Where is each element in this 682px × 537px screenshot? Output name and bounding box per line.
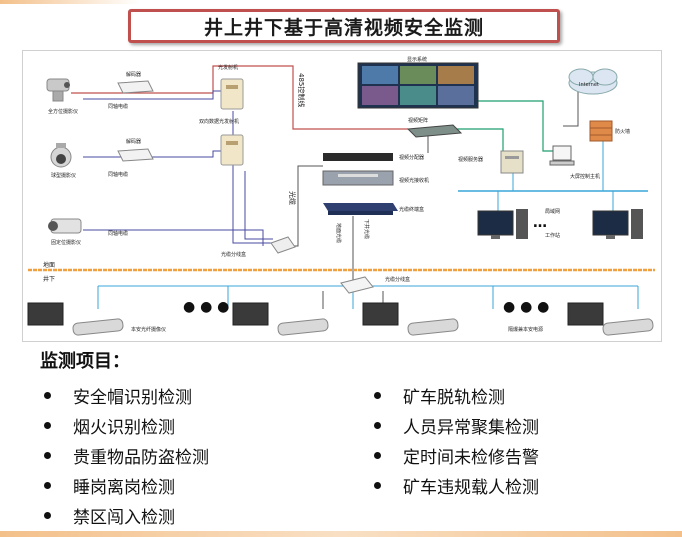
video-matrix-icon	[406, 124, 463, 138]
label-video-server: 视频服务器	[458, 156, 483, 163]
list-item: 贵重物品防盗检测	[44, 440, 209, 470]
label-lan: 局域网	[545, 208, 560, 215]
label-rs485: 485控制线	[297, 73, 306, 107]
underground-cam-3	[362, 302, 459, 336]
label-video-rx: 视频光接收机	[399, 177, 429, 184]
bullet-icon	[44, 421, 51, 429]
label-surface: 地面	[43, 261, 55, 269]
bullet-icon	[374, 391, 381, 399]
list-item: 矿车脱轨检测	[374, 380, 539, 410]
label-ground-fiber-text: 地面光缆	[335, 223, 342, 243]
label-down-fiber-text: 下井光缆	[363, 219, 370, 239]
list-item: 禁区闯入检测	[44, 500, 209, 530]
dots-right: ● ● ●	[503, 299, 549, 315]
list-item: 矿车违规载人检测	[374, 470, 539, 500]
workstation-right-icon	[592, 209, 643, 239]
box-to-rack	[291, 165, 323, 247]
monitor-list-left: 安全帽识别检测 烟火识别检测 贵重物品防盗检测 睡岗离岗检测 禁区闯入检测	[44, 380, 209, 530]
label-decoder2: 解码器	[126, 138, 141, 145]
bullet-icon	[374, 451, 381, 459]
fiber-box-under-icon	[340, 276, 374, 294]
blue-wire-cam1	[83, 90, 223, 100]
label-cam3: 固定位摄影仪	[51, 239, 81, 246]
tx-bottom-icon	[220, 134, 244, 166]
dots-left: ● ● ●	[183, 299, 229, 315]
label-coax3: 同轴电缆	[108, 230, 128, 237]
display-wall-icon	[357, 62, 479, 109]
workstation-dots: …	[533, 215, 547, 231]
label-cam2: 球型摄影仪	[51, 172, 76, 179]
bullet-icon	[44, 481, 51, 489]
label-internet: Internet	[579, 82, 599, 88]
internet-cloud-icon	[568, 68, 618, 95]
list-item: 安全帽识别检测	[44, 380, 209, 410]
system-diagram: 地面 井下 全方位摄影仪 球型摄影仪 固定位摄影仪	[22, 50, 662, 342]
underground-cam-1	[27, 302, 124, 336]
list-item: 人员异常聚集检测	[374, 410, 539, 440]
tx-to-box-1	[232, 111, 273, 244]
bullet-icon	[44, 451, 51, 459]
blue-wire-cam2	[83, 150, 223, 158]
label-main-ctrl: 大屏控制主机	[570, 173, 600, 180]
label-fiber-box-under: 光缆分线盒	[385, 276, 410, 283]
blue-wire-cam3	[83, 229, 264, 246]
video-server-icon	[500, 150, 524, 174]
list-item: 烟火识别检测	[44, 410, 209, 440]
tx-to-box-2	[244, 171, 273, 240]
label-tx-bi: 双向数据光发射机	[199, 118, 239, 125]
label-display-wall: 显示系统	[407, 56, 427, 63]
bullet-icon	[374, 421, 381, 429]
workstation-left-icon	[477, 209, 528, 239]
label-video-splitter: 视频分配器	[399, 154, 424, 161]
video-rx-icon	[322, 170, 394, 186]
diagram-svg: 地面 井下 全方位摄影仪 球型摄影仪 固定位摄影仪	[27, 56, 655, 336]
list-item: 睡岗离岗检测	[44, 470, 209, 500]
bullet-icon	[374, 481, 381, 489]
label-cam-left: 本安光纤摄像仪	[131, 326, 166, 333]
label-cam1: 全方位摄影仪	[48, 108, 78, 115]
decoder1-icon	[117, 80, 154, 94]
cam2-icon	[50, 143, 72, 168]
label-coax1: 同轴电缆	[108, 103, 128, 110]
label-fiber-box-surface: 光缆分线盒	[221, 251, 246, 258]
label-tx-top: 光发射机	[218, 64, 238, 71]
cam1-icon	[46, 78, 70, 102]
top-accent-bar	[0, 0, 140, 4]
page-title: 井上井下基于高清视频安全监测	[203, 16, 484, 39]
label-coax2: 同轴电缆	[108, 171, 128, 178]
bullet-icon	[44, 391, 51, 399]
label-firewall: 防火墙	[615, 128, 630, 135]
label-fiber-v: 光缆	[288, 191, 297, 205]
tx-top-icon	[220, 78, 244, 110]
label-underground: 井下	[43, 275, 55, 283]
ctrl-to-internet	[563, 86, 579, 127]
monitor-list-right: 矿车脱轨检测 人员异常聚集检测 定时间未检修告警 矿车违规载人检测	[374, 380, 539, 500]
page-title-box: 井上井下基于高清视频安全监测	[128, 9, 560, 43]
bottom-accent-bar	[0, 531, 682, 537]
bullet-icon	[44, 511, 51, 519]
fiber-box-surface-icon	[270, 236, 296, 254]
label-cam-right: 隔爆兼本安电源	[508, 326, 543, 333]
red-wire	[71, 65, 408, 130]
main-ctrl-icon	[549, 145, 575, 166]
decoder2-icon	[117, 148, 154, 162]
video-splitter-icon	[323, 153, 393, 161]
label-decoder1: 解码器	[126, 71, 141, 78]
firewall-icon	[589, 120, 613, 142]
underground-cam-4	[567, 302, 654, 336]
green-wire-ctrl	[473, 100, 558, 152]
optical-terminal-icon	[323, 203, 398, 215]
section-title: 监测项目：	[40, 351, 130, 372]
list-item: 定时间未检修告警	[374, 440, 539, 470]
cam3-icon	[48, 218, 82, 234]
label-workstation: 工作站	[545, 232, 560, 239]
label-optical-terminal: 光缆终端盒	[399, 206, 424, 213]
label-video-matrix: 视频矩阵	[408, 117, 428, 124]
underground-cam-2	[232, 302, 329, 336]
